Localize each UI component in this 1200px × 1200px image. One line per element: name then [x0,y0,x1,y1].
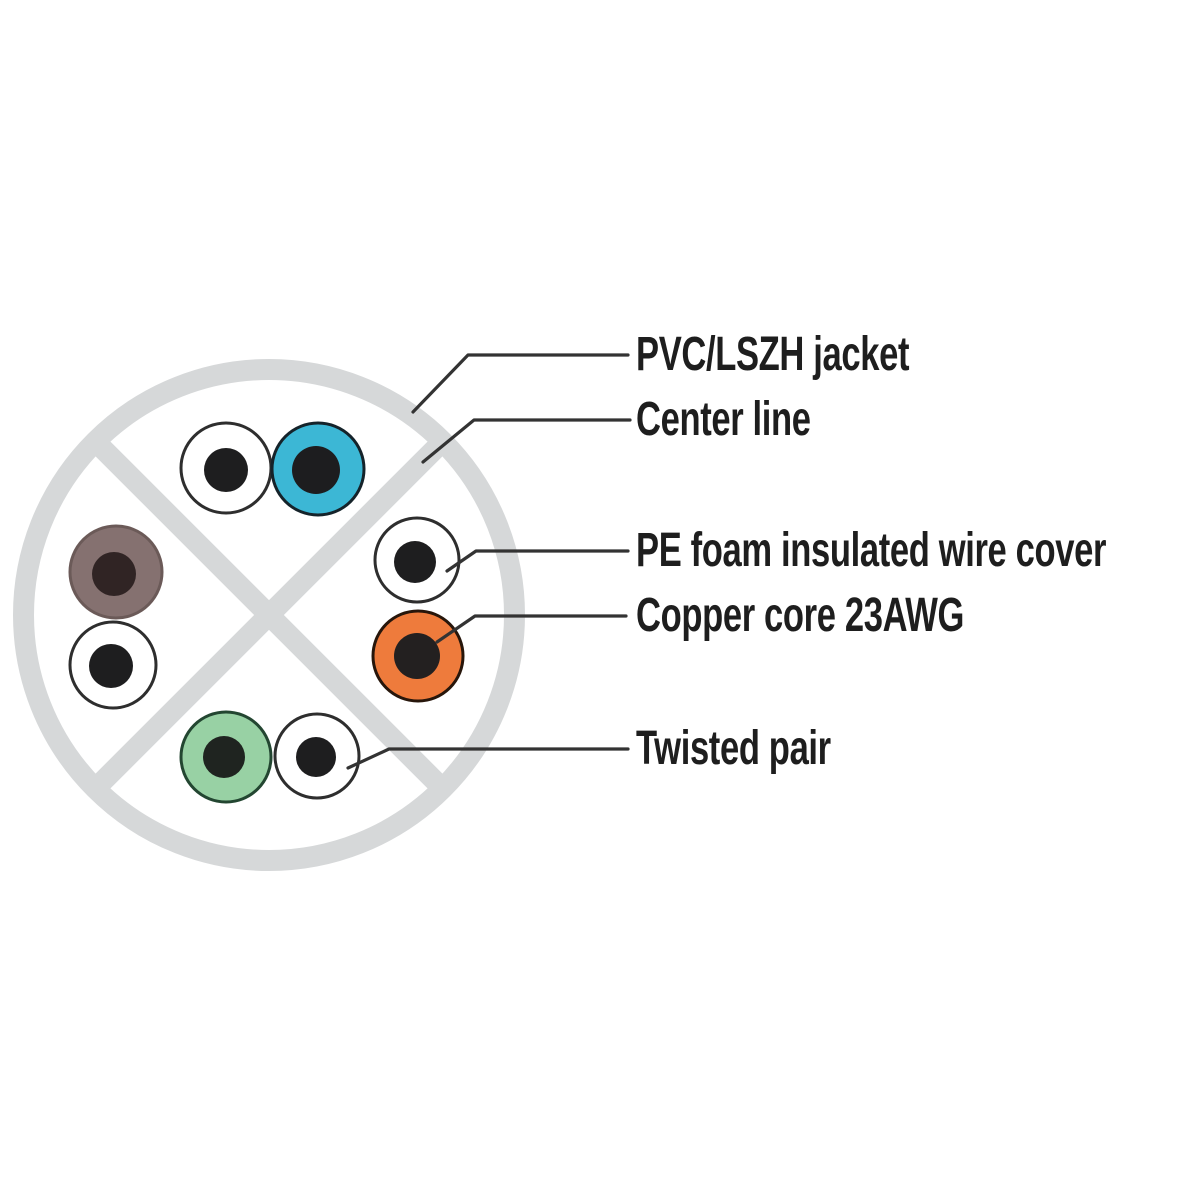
copper-core [203,736,245,778]
wire-pair2-white [68,620,158,710]
copper-core [292,446,340,494]
copper-core [89,644,133,688]
wire-pair4-white [273,712,361,800]
copper-core [394,541,436,583]
copper-core [92,552,136,596]
wire-pair4-green [179,710,273,804]
copper-core [394,633,440,679]
wire-pair1-blue [270,421,366,517]
wire-pair2-brown [68,524,164,620]
copper-core [296,737,336,777]
center-line-bar-2 [87,433,451,797]
wire-pair3-white [373,516,461,604]
label-twisted-pair: Twisted pair [636,722,831,775]
leader-line-copper-core [435,614,628,644]
wire-pair3-orange [371,609,465,703]
copper-core [204,448,248,492]
leader-line-jacket [411,353,630,414]
leader-line-twisted-pair [346,747,630,770]
leader-line-pe-foam [445,549,630,573]
leader-line-center-line [421,418,632,464]
label-pvc-lszh-jacket: PVC/LSZH jacket [636,328,910,381]
label-copper-core-23awg: Copper core 23AWG [636,589,965,642]
wire-pair1-white [179,421,273,515]
label-pe-foam-insulated-wire-cover: PE foam insulated wire cover [636,524,1107,577]
label-center-line: Center line [636,393,811,446]
